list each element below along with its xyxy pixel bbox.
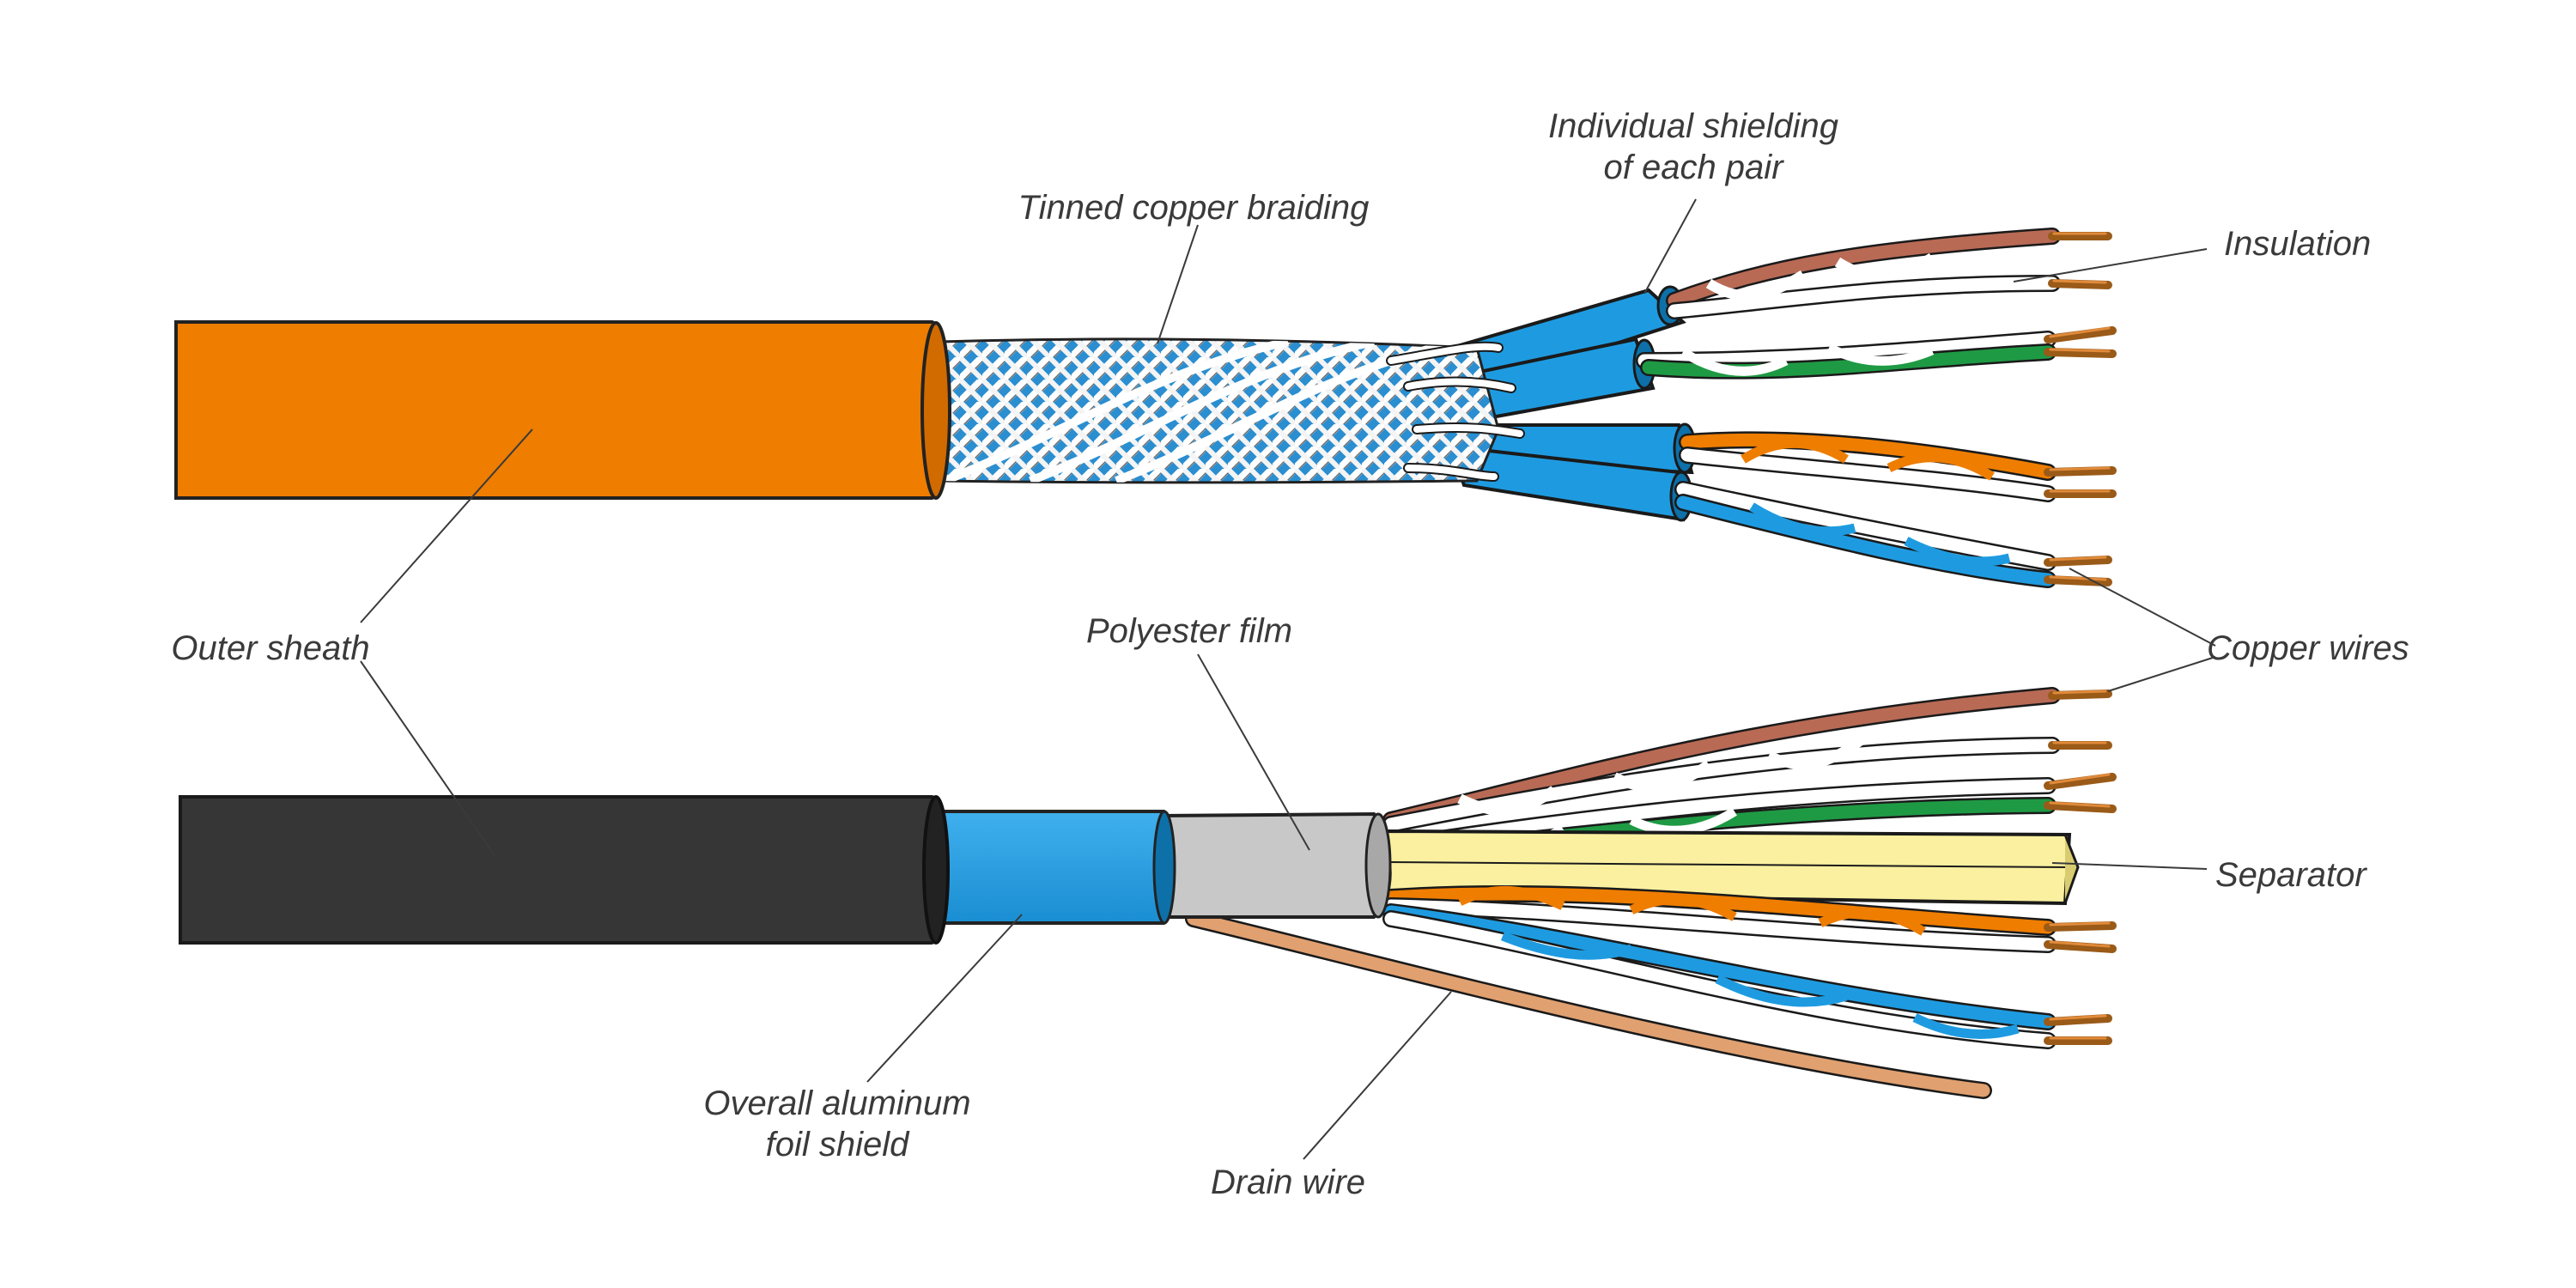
- label-foil-shield-line2: foil shield: [766, 1126, 911, 1163]
- bottom-wire-pairs: [1382, 687, 2117, 1049]
- bottom-copper-tips: [2044, 690, 2117, 1045]
- aluminum-foil-shield: [934, 810, 1176, 925]
- label-foil-shield-line1: Overall aluminum: [703, 1084, 970, 1122]
- label-outer-sheath: Outer sheath: [171, 629, 369, 667]
- label-polyester-film: Polyester film: [1086, 612, 1292, 650]
- label-individual-shielding-line1: Individual shielding: [1548, 107, 1838, 145]
- labels: Individual shielding of each pair Tinned…: [171, 107, 2409, 1201]
- label-insulation: Insulation: [2224, 225, 2371, 263]
- top-cable: [174, 228, 2117, 588]
- leader-lines: [360, 198, 2216, 1160]
- black-outer-sheath: [179, 795, 950, 945]
- label-tinned-copper-braiding: Tinned copper braiding: [1018, 189, 1370, 227]
- label-copper-wires: Copper wires: [2207, 629, 2409, 667]
- label-individual-shielding-line2: of each pair: [1603, 149, 1784, 186]
- top-wire-pairs: [1636, 228, 2117, 588]
- tinned-copper-braid: [939, 337, 1525, 484]
- label-drain-wire: Drain wire: [1211, 1163, 1365, 1201]
- label-separator: Separator: [2215, 856, 2367, 894]
- top-copper-tips: [2044, 232, 2117, 586]
- polyester-film: [1157, 811, 1392, 919]
- bottom-cable: [179, 687, 2117, 1099]
- orange-outer-sheath: [174, 320, 951, 500]
